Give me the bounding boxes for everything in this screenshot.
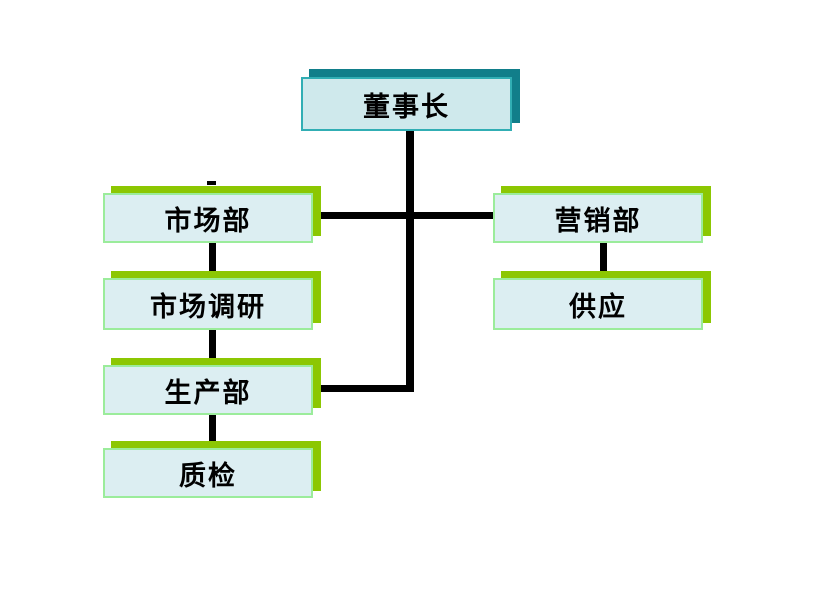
node-chairman[interactable]: 董事长 [301, 77, 512, 131]
connector-research-production [209, 330, 216, 365]
node-quality-inspection-label: 质检 [179, 460, 237, 491]
node-supply-label: 供应 [569, 291, 627, 322]
node-quality-inspection[interactable]: 质检 [103, 448, 313, 498]
stray-dash-mark [207, 181, 216, 185]
connector-production-qc [209, 415, 216, 448]
node-sales-dept-label: 营销部 [554, 205, 642, 236]
node-sales-dept[interactable]: 营销部 [493, 193, 703, 243]
node-supply[interactable]: 供应 [493, 278, 703, 330]
node-market-research-label: 市场调研 [150, 291, 266, 322]
connector-marketing-sales [313, 212, 496, 219]
node-production-dept[interactable]: 生产部 [103, 365, 313, 415]
connector-chairman-trunk [406, 131, 414, 392]
node-chairman-label: 董事长 [363, 91, 450, 122]
node-marketing-dept[interactable]: 市场部 [103, 193, 313, 243]
connector-marketing-research [209, 243, 216, 278]
node-market-research[interactable]: 市场调研 [103, 278, 313, 330]
connector-trunk-production [313, 385, 414, 392]
node-production-dept-label: 生产部 [164, 377, 252, 408]
connector-sales-supply [600, 243, 607, 278]
node-marketing-dept-label: 市场部 [164, 205, 252, 236]
